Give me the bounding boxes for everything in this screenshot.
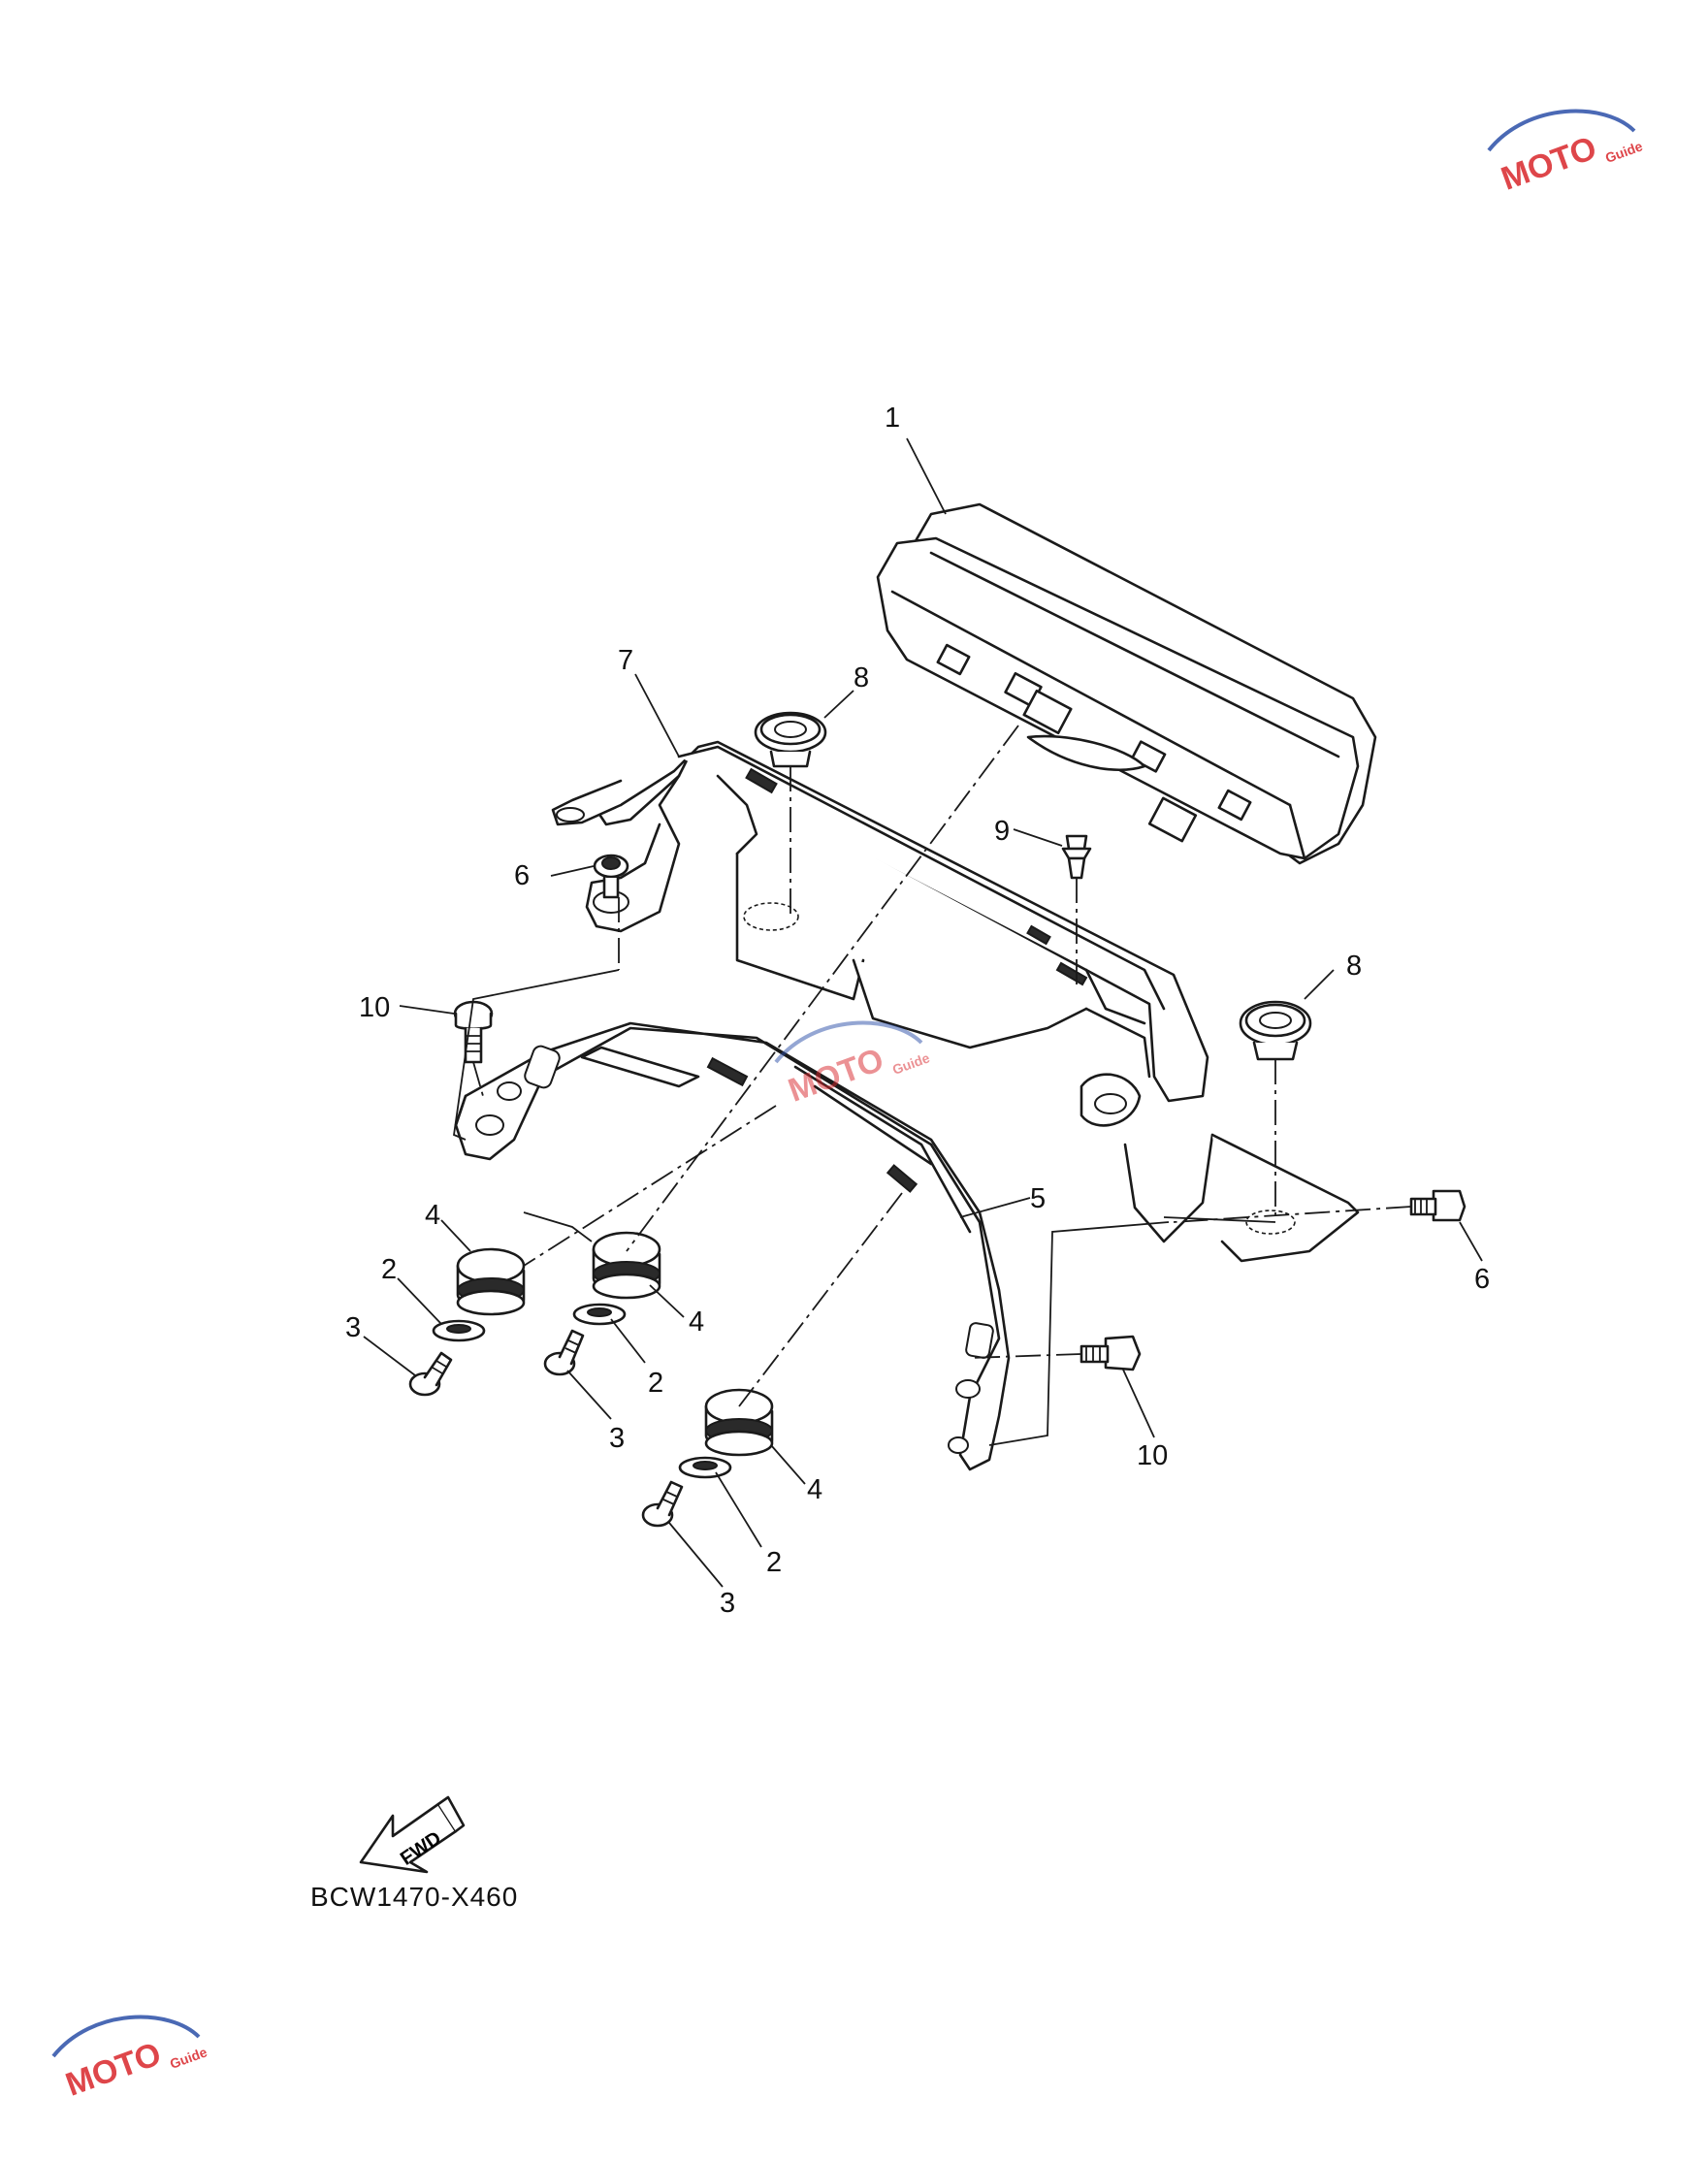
callout-2a: 2: [381, 1254, 397, 1285]
callout-8b: 8: [1346, 951, 1362, 982]
watermark-sub-top: Guide: [1603, 138, 1645, 166]
callout-3b: 3: [609, 1423, 625, 1454]
damper-4b: [592, 1231, 661, 1300]
callout-7: 7: [618, 645, 633, 676]
washer-2c: [678, 1456, 732, 1479]
watermark-logo-bottom: MOTO Guide: [51, 2015, 209, 2104]
callout-2b: 2: [648, 1368, 663, 1399]
damper-4c: [704, 1388, 774, 1457]
callout-3a: 3: [345, 1312, 361, 1343]
screw-3a: [408, 1351, 453, 1397]
fwd-arrow: FWD: [359, 1795, 466, 1874]
meter-assembly: [876, 502, 1377, 865]
lower-stay: [454, 1021, 1011, 1471]
callout-8a: 8: [854, 662, 869, 693]
callout-5: 5: [1030, 1183, 1046, 1214]
watermark-brand-bottom: MOTO: [61, 2035, 166, 2103]
callout-10a: 10: [359, 992, 390, 1023]
bolt-10b: [1080, 1335, 1142, 1371]
bolt-10a: [453, 1000, 494, 1064]
damper-4a: [456, 1247, 526, 1316]
screw-3c: [641, 1480, 684, 1528]
callout-leaders: [363, 437, 1483, 1588]
watermark-sub-bottom: Guide: [168, 2044, 209, 2072]
bolt-6b: [1409, 1189, 1466, 1222]
washer-2a: [432, 1319, 486, 1342]
watermark-brand-top: MOTO: [1497, 129, 1601, 197]
assembly-lines: [453, 725, 1412, 1446]
grommet-8b: [1239, 1000, 1312, 1061]
callout-4a: 4: [425, 1200, 440, 1231]
callout-6a: 6: [514, 860, 530, 891]
screw-3b: [543, 1329, 585, 1376]
watermark-logo-top: MOTO Guide: [1487, 109, 1645, 198]
washer-2b: [572, 1303, 627, 1326]
callout-4c: 4: [807, 1474, 822, 1505]
nut-6a: [593, 854, 629, 899]
callout-2c: 2: [766, 1547, 782, 1578]
callout-6b: 6: [1474, 1264, 1490, 1295]
callout-10b: 10: [1137, 1440, 1168, 1471]
grommet-8a: [754, 711, 827, 768]
callout-1: 1: [885, 403, 900, 434]
callout-labels: 1 7 8 8 9 6 6 10 10 5 4 4 4 2 2 2 3 3 3: [345, 403, 1490, 1619]
watermark-sub-center: Guide: [890, 1049, 932, 1078]
diagram-code: BCW1470-X460: [310, 1882, 519, 1912]
callout-4b: 4: [689, 1306, 704, 1338]
meter-bracket: [551, 740, 1360, 1263]
callout-9: 9: [994, 816, 1010, 847]
callout-3c: 3: [720, 1588, 735, 1619]
rivet-9: [1061, 834, 1092, 880]
